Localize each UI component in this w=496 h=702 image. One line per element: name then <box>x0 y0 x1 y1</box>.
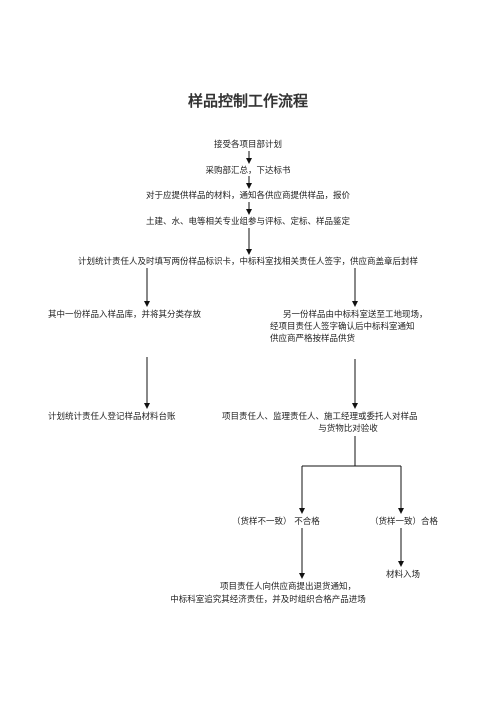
step-return-line1: 项目责任人向供应商提出退货通知， <box>219 582 357 592</box>
step-inspection-line1: 项目责任人、监理责任人、施工经理或委托人对样品 <box>222 412 418 422</box>
result-pass: （货样一致）合格 <box>370 517 439 527</box>
result-fail: （货样不一致） 不合格 <box>232 517 320 527</box>
step-register-ledger: 计划统计责任人登记样品材料台账 <box>48 412 176 422</box>
step-material-entry: 材料入场 <box>386 570 421 580</box>
step-receive-plan: 接受各项目部计划 <box>213 140 283 150</box>
step-evaluate: 土建、水、电等相关专业组参与评标、定标、样品鉴定 <box>145 217 351 227</box>
step-return-line2: 中标科室追究其经济责任，并及时组织合格产品进场 <box>170 595 366 605</box>
step-request-samples: 对于应提供样品的材料，通知各供应商提供样品，报价 <box>145 191 351 201</box>
step-sample-to-site-line1: 另一份样品由中标科室送至工地现场， <box>283 310 428 320</box>
step-issue-tender: 采购部汇总，下达标书 <box>205 166 291 176</box>
page-title: 样品控制工作流程 <box>187 92 308 110</box>
step-sample-to-library: 其中一份样品入样品库，并将其分类存放 <box>48 310 202 320</box>
step-seal-samples: 计划统计责任人及时填写两份样品标识卡，中标科室找相关责任人签字，供应商盖章后封样 <box>77 257 419 267</box>
step-inspection-line2: 与货物比对验收 <box>318 424 378 434</box>
step-sample-to-site-line3: 供应商严格按样品供货 <box>270 334 356 344</box>
step-sample-to-site-line2: 经项目责任人签字确认后中标科室通知 <box>270 322 415 332</box>
